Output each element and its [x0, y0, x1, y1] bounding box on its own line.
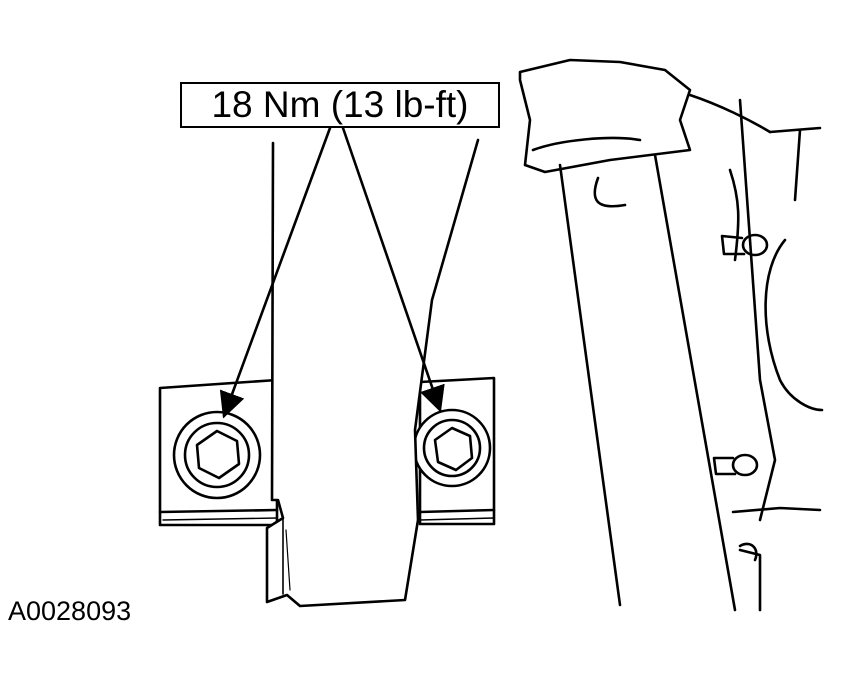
engine-component [518, 58, 824, 612]
bracket-arm [265, 138, 480, 608]
figure-id-label: A0028093 [8, 596, 132, 626]
hex-bolt-icon [172, 410, 262, 500]
torque-callout: 18 Nm (13 lb-ft) [180, 82, 500, 128]
leader-arrows [219, 126, 445, 419]
torque-spec-label: 18 Nm (13 lb-ft) [211, 84, 469, 125]
hex-bolt-icon [412, 408, 492, 488]
